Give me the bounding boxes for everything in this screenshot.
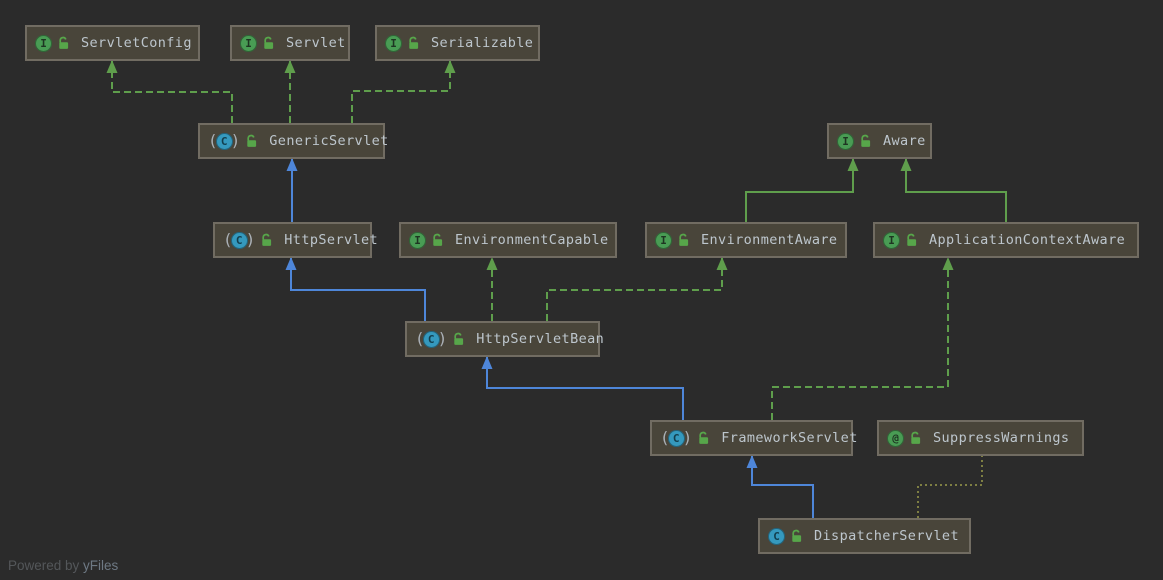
- public-lock-icon: [433, 233, 443, 246]
- edge-EnvironmentAware-to-Aware: [745, 158, 859, 222]
- type-glyph: C: [667, 429, 685, 447]
- node-label: SuppressWarnings: [933, 430, 1070, 446]
- abstract-paren: ): [437, 329, 448, 348]
- annotation-icon: @: [887, 429, 904, 447]
- yfiles-link[interactable]: yFiles: [83, 558, 119, 573]
- type-glyph: I: [35, 34, 52, 52]
- interface-icon: I: [240, 34, 257, 52]
- class-icon: C: [768, 527, 785, 545]
- abstract-class-icon: (C): [660, 428, 693, 447]
- abstract-class-icon: (C): [208, 131, 241, 150]
- node-ServletConfig[interactable]: I ServletConfig: [25, 25, 200, 61]
- node-label: HttpServlet: [284, 232, 379, 248]
- node-label: ServletConfig: [81, 35, 192, 51]
- edge-HttpServletBean-to-EnvironmentAware: [546, 257, 728, 321]
- edge-FrameworkServlet-to-ApplicationContextAware: [771, 257, 954, 420]
- type-glyph: I: [883, 231, 900, 249]
- node-HttpServlet[interactable]: (C) HttpServlet: [213, 222, 378, 258]
- type-glyph: I: [385, 34, 402, 52]
- public-lock-icon: [264, 36, 274, 49]
- abstract-paren: ): [682, 428, 693, 447]
- abstract-paren: (: [660, 428, 670, 447]
- interface-icon: I: [35, 34, 52, 52]
- node-label: Servlet: [286, 35, 346, 51]
- node-label: HttpServletBean: [476, 331, 605, 347]
- edge-DispatcherServlet-to-FrameworkServlet: [746, 455, 814, 518]
- type-glyph: C: [768, 527, 785, 545]
- edge-GenericServlet-to-ServletConfig: [106, 60, 233, 123]
- node-HttpServletBean[interactable]: (C) HttpServletBean: [405, 321, 604, 357]
- node-label: Serializable: [431, 35, 534, 51]
- node-DispatcherServlet[interactable]: C DispatcherServlet: [758, 518, 971, 554]
- abstract-class-icon: (C): [415, 329, 448, 348]
- node-EnvironmentAware[interactable]: I EnvironmentAware: [645, 222, 847, 258]
- type-glyph: @: [887, 429, 904, 447]
- type-glyph: I: [409, 231, 426, 249]
- edge-GenericServlet-to-Serializable: [351, 60, 456, 123]
- node-label: FrameworkServlet: [721, 430, 858, 446]
- abstract-paren: ): [230, 131, 241, 150]
- node-Serializable[interactable]: I Serializable: [375, 25, 540, 61]
- edge-DispatcherServlet-to-SuppressWarnings: [917, 456, 983, 518]
- interface-icon: I: [385, 34, 402, 52]
- abstract-paren: (: [208, 131, 218, 150]
- public-lock-icon: [679, 233, 689, 246]
- public-lock-icon: [911, 431, 921, 444]
- node-Aware[interactable]: I Aware: [827, 123, 932, 159]
- public-lock-icon: [262, 233, 272, 246]
- node-label: GenericServlet: [269, 133, 389, 149]
- type-glyph: C: [215, 132, 233, 150]
- edge-ApplicationContextAware-to-Aware: [900, 158, 1007, 222]
- node-SuppressWarnings[interactable]: @ SuppressWarnings: [877, 420, 1084, 456]
- public-lock-icon: [454, 332, 464, 345]
- type-glyph: C: [230, 231, 248, 249]
- interface-icon: I: [837, 132, 854, 150]
- interface-icon: I: [883, 231, 900, 249]
- public-lock-icon: [861, 134, 871, 147]
- edge-HttpServletBean-to-HttpServlet: [285, 257, 426, 321]
- node-label: EnvironmentCapable: [455, 232, 609, 248]
- yfiles-watermark: Powered by yFiles: [8, 558, 118, 573]
- node-label: DispatcherServlet: [814, 528, 959, 544]
- watermark-text: Powered by: [8, 558, 84, 573]
- node-label: EnvironmentAware: [701, 232, 838, 248]
- interface-icon: I: [409, 231, 426, 249]
- type-glyph: I: [240, 34, 257, 52]
- public-lock-icon: [409, 36, 419, 49]
- type-glyph: C: [422, 330, 440, 348]
- abstract-class-icon: (C): [223, 230, 256, 249]
- abstract-paren: (: [415, 329, 425, 348]
- type-glyph: I: [837, 132, 854, 150]
- node-GenericServlet[interactable]: (C) GenericServlet: [198, 123, 389, 159]
- node-FrameworkServlet[interactable]: (C) FrameworkServlet: [650, 420, 857, 456]
- public-lock-icon: [699, 431, 709, 444]
- node-Servlet[interactable]: I Servlet: [230, 25, 350, 61]
- node-ApplicationContextAware[interactable]: I ApplicationContextAware: [873, 222, 1139, 258]
- public-lock-icon: [792, 529, 802, 542]
- public-lock-icon: [907, 233, 917, 246]
- abstract-paren: (: [223, 230, 233, 249]
- public-lock-icon: [247, 134, 257, 147]
- interface-icon: I: [655, 231, 672, 249]
- node-label: Aware: [883, 133, 926, 149]
- node-EnvironmentCapable[interactable]: I EnvironmentCapable: [399, 222, 617, 258]
- abstract-paren: ): [245, 230, 256, 249]
- type-glyph: I: [655, 231, 672, 249]
- edge-FrameworkServlet-to-HttpServletBean: [481, 356, 684, 420]
- public-lock-icon: [59, 36, 69, 49]
- node-label: ApplicationContextAware: [929, 232, 1126, 248]
